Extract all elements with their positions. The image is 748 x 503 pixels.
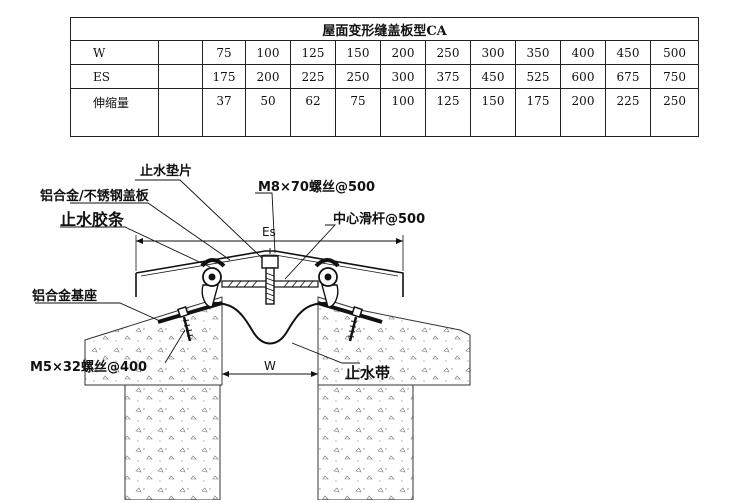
water-pad-label: 止水垫片	[140, 163, 192, 179]
bolt-label: M8×70螺丝@500	[258, 179, 375, 195]
base-seat-label: 铝合金基座	[32, 288, 97, 304]
expansion-joint-diagram: Es W 止水垫片 M8×70螺丝@500 铝合金/不锈钢盖板 止水胶条 中心滑…	[30, 163, 471, 500]
table-cell: 75	[202, 40, 246, 65]
water-band-label: 止水带	[345, 364, 390, 382]
table-cell: 300	[470, 40, 516, 65]
table-cell: 250	[649, 88, 700, 137]
w-dimension	[222, 371, 318, 377]
water-stop-band	[204, 301, 336, 345]
right-anchor-screw	[347, 306, 363, 342]
table-cell: 100	[245, 40, 291, 65]
table-cell: 250	[425, 40, 471, 65]
leader-lines	[35, 179, 360, 364]
row-label: 伸缩量	[70, 88, 159, 137]
table-row-expansion: 伸缩量 37 50 62 75 100 125 150 175 200 225 …	[70, 88, 700, 137]
table-cell: 175	[202, 64, 246, 89]
table-cell: 500	[649, 40, 700, 65]
table-title: 屋面变形缝盖板型CA	[69, 17, 700, 41]
left-anchor-screw	[177, 306, 194, 342]
table-cell: 50	[245, 88, 291, 137]
right-column	[317, 384, 414, 500]
table-cell: 175	[515, 88, 561, 137]
cover-plate-label: 铝合金/不锈钢盖板	[40, 188, 150, 204]
right-hinge-inner	[324, 273, 332, 281]
table-cell: 750	[649, 64, 700, 89]
screw-label: M5×32螺丝@400	[30, 359, 147, 375]
table-cell: 75	[335, 88, 381, 137]
left-column	[124, 384, 221, 500]
table-cell: 150	[470, 88, 516, 137]
slide-bar-hatch	[227, 280, 314, 288]
table-cell: 100	[380, 88, 426, 137]
table-cell: 600	[560, 64, 606, 89]
table-cell: 150	[335, 40, 381, 65]
table-cell: 225	[290, 64, 336, 89]
table-cell: 200	[245, 64, 291, 89]
dim-w-label: W	[264, 359, 276, 373]
table-cell: 200	[380, 40, 426, 65]
table-cell: 225	[605, 88, 651, 137]
table-row-es: ES 175 200 225 250 300 375 450 525 600 6…	[70, 64, 700, 89]
table-row-w: W 75 100 125 150 200 250 300 350 400 450…	[70, 40, 700, 65]
row-label: W	[70, 40, 159, 65]
left-hinge-inner	[208, 273, 216, 281]
dim-es-label: Es	[262, 225, 276, 239]
spacer-cell	[158, 40, 203, 65]
cover-plate-inner	[140, 254, 399, 277]
right-support	[321, 284, 339, 308]
table-cell: 400	[560, 40, 606, 65]
table-cell: 125	[290, 40, 336, 65]
center-bolt	[261, 248, 279, 305]
slide-bar-label: 中心滑杆@500	[333, 211, 425, 227]
table-cell: 125	[425, 88, 471, 137]
row-label: ES	[70, 64, 159, 89]
table-cell: 37	[202, 88, 246, 137]
table-cell: 450	[605, 40, 651, 65]
table-cell: 62	[290, 88, 336, 137]
spacer-cell	[158, 88, 203, 137]
table-cell: 375	[425, 64, 471, 89]
spec-table: 屋面变形缝盖板型CA W 75 100 125 150 200 250 300 …	[69, 17, 700, 137]
table-cell: 525	[515, 64, 561, 89]
table-cell: 350	[515, 40, 561, 65]
table-cell: 200	[560, 88, 606, 137]
rubber-strip-label: 止水胶条	[60, 210, 125, 229]
table-cell: 450	[470, 64, 516, 89]
spacer-cell	[158, 64, 203, 89]
es-dimension	[135, 235, 404, 271]
table-cell: 250	[335, 64, 381, 89]
table-cell: 300	[380, 64, 426, 89]
table-cell: 675	[605, 64, 651, 89]
left-support	[201, 284, 219, 308]
